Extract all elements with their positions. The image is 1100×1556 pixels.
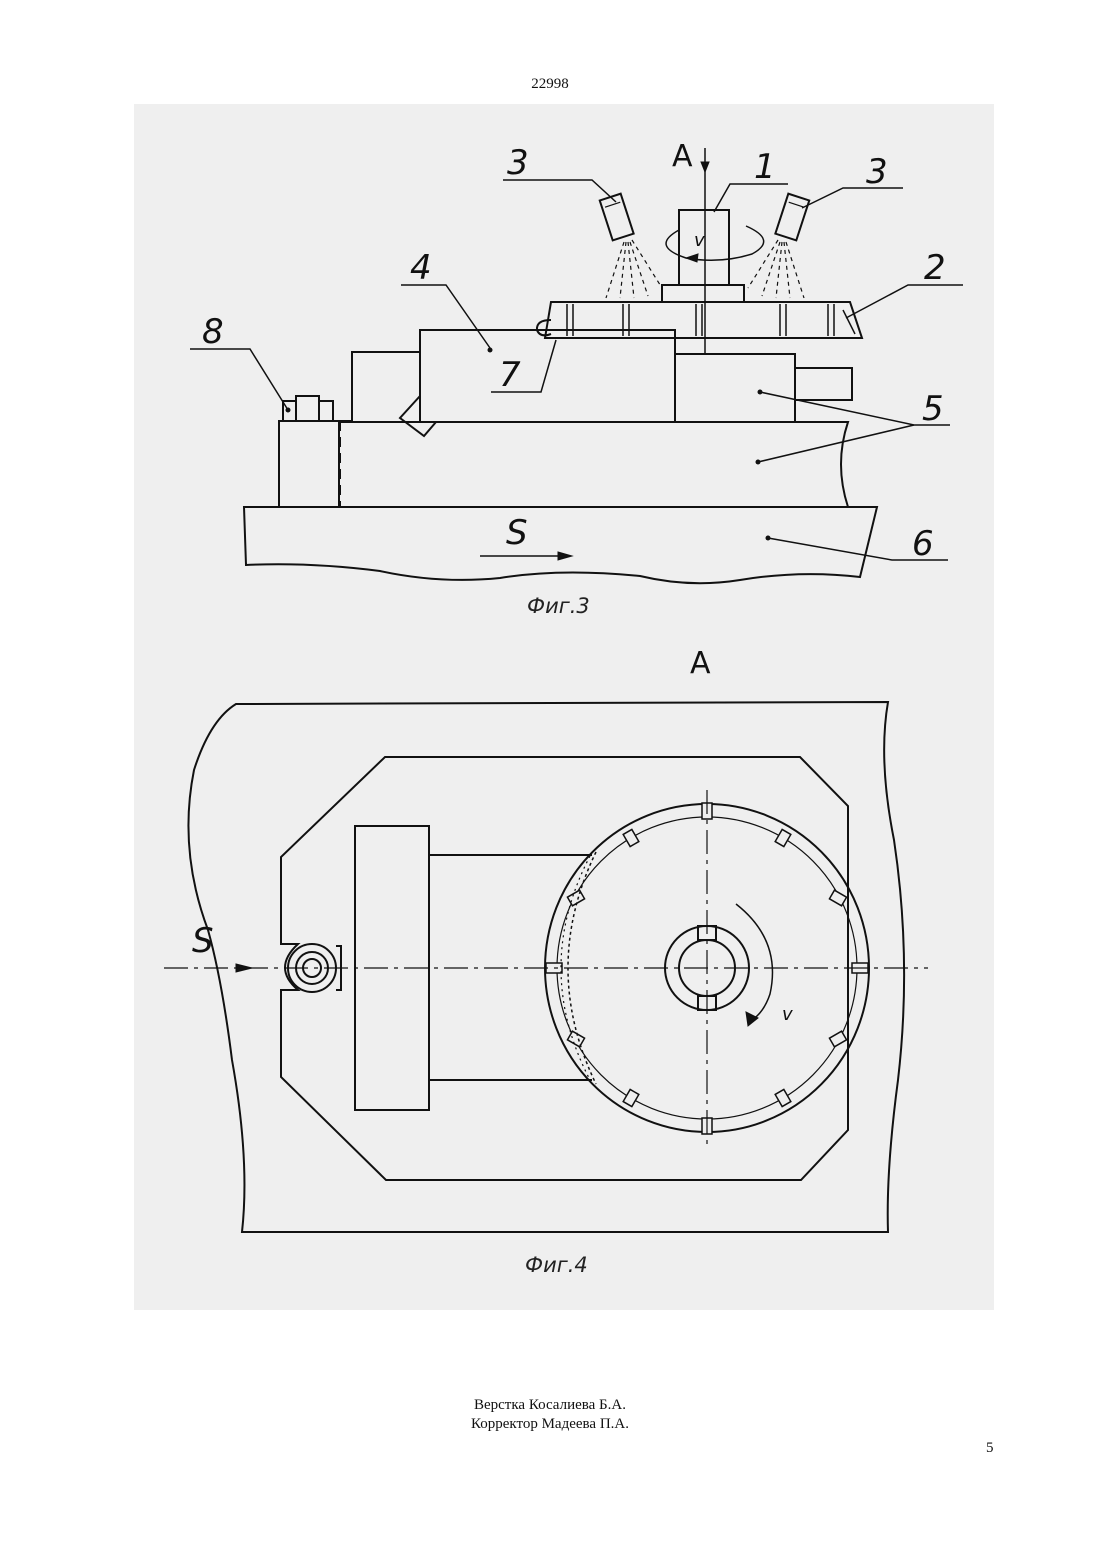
label-1: 1 <box>754 147 776 187</box>
feed-arrowhead <box>558 552 572 560</box>
rotation-arrowhead <box>686 254 698 262</box>
label-8: 8 <box>202 312 224 352</box>
block-5 <box>675 354 795 422</box>
view-a-title: A <box>690 646 711 681</box>
rotation-arrow-head <box>746 1012 758 1026</box>
label-3-left: 3 <box>507 143 529 183</box>
corrector-credit: Корректор Мадеева П.А. <box>0 1415 1100 1434</box>
leader-dots <box>286 348 771 541</box>
body-chamfer <box>400 396 436 436</box>
feed-arrow-head-4 <box>236 964 252 972</box>
disk-2 <box>545 302 862 338</box>
label-3-right: 3 <box>866 152 888 192</box>
rotation-arrow-arc <box>736 904 772 1020</box>
fig4-label-rotation-v: v <box>782 1004 793 1025</box>
clamp-post-8 <box>279 421 339 507</box>
disk-segments <box>567 304 855 336</box>
guard-hook-7 <box>537 320 551 335</box>
body-4 <box>420 330 675 422</box>
layout-credit: Верстка Косалиева Б.А. <box>0 1396 1100 1415</box>
bolt-head <box>296 396 319 421</box>
nozzle-left-3 <box>600 194 634 241</box>
label-7: 7 <box>499 355 521 395</box>
label-6: 6 <box>912 524 934 564</box>
view-arrowhead <box>701 162 709 172</box>
label-5: 5 <box>922 389 944 429</box>
label-feed-s: S <box>506 513 528 553</box>
label-4: 4 <box>410 248 432 288</box>
figure-3-caption: Фиг.3 <box>527 594 590 618</box>
page-number: 5 <box>986 1440 994 1457</box>
figure-4-caption: Фиг.4 <box>525 1253 588 1277</box>
fig4-label-feed-s: S <box>192 921 214 961</box>
base-6 <box>244 507 877 583</box>
figure-4 <box>164 702 928 1232</box>
shaft-stub <box>795 368 852 400</box>
credits: Верстка Косалиева Б.А. Корректор Мадеева… <box>0 1396 1100 1434</box>
label-2: 2 <box>924 248 946 288</box>
label-rotation-v: v <box>694 230 705 251</box>
hub-flange <box>662 285 744 302</box>
label-view-a: A <box>672 139 693 174</box>
figure-3 <box>190 148 963 583</box>
carriage-5 <box>340 422 848 507</box>
rotation-arc <box>666 226 764 260</box>
nozzle-right-3 <box>775 194 809 241</box>
